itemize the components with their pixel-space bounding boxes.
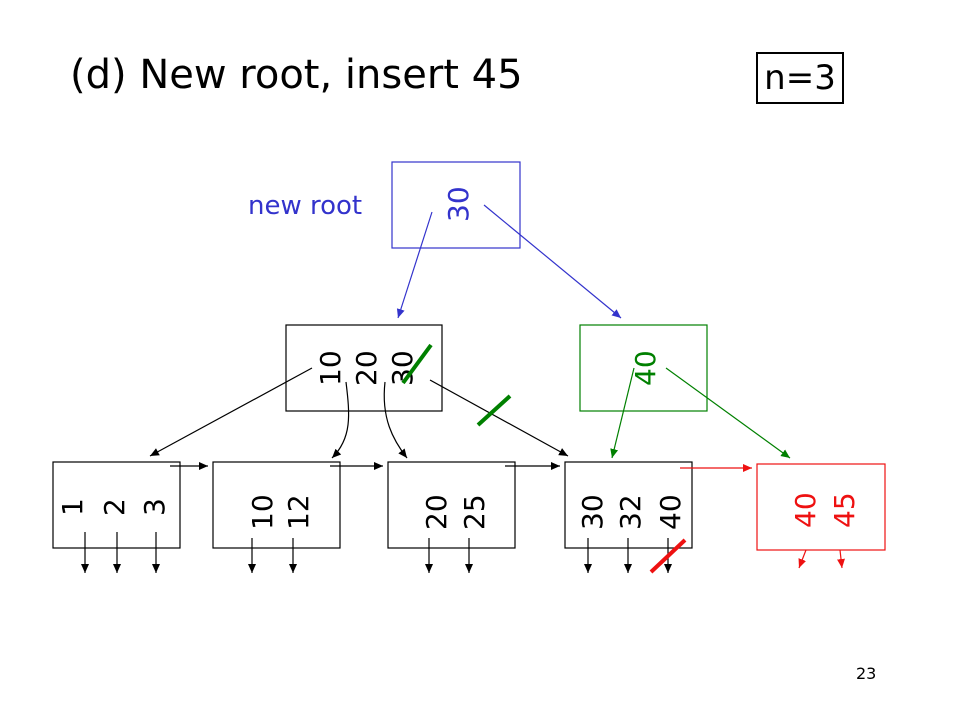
leaf-node-4: 30 32 40 bbox=[564, 461, 693, 549]
internal-left-pointer-3 bbox=[383, 381, 408, 459]
internal-node-left: 10 20 30 bbox=[285, 324, 443, 412]
internal-left-pointer-2 bbox=[331, 381, 350, 459]
new-leaf-record-pointers bbox=[798, 549, 845, 569]
leaf-5-key-2: 45 bbox=[828, 492, 861, 528]
leaf-1-key-2: 2 bbox=[98, 498, 131, 516]
record-pointers bbox=[81, 532, 672, 573]
root-key-1: 30 bbox=[442, 186, 475, 222]
internal-left-pointer-4 bbox=[429, 379, 569, 457]
internal-right-pointer-1 bbox=[610, 367, 635, 459]
order-label: n=3 bbox=[764, 58, 836, 98]
internal-left-key-2: 20 bbox=[350, 350, 383, 386]
slide-title: (d) New root, insert 45 bbox=[70, 52, 523, 98]
leaf-4-key-2: 32 bbox=[614, 494, 647, 530]
root-to-left-pointer bbox=[396, 211, 433, 319]
root-node: 30 bbox=[391, 161, 521, 249]
leaf-3-key-1: 20 bbox=[420, 494, 453, 530]
leaf-node-5: 40 45 bbox=[756, 463, 886, 551]
internal-right-pointer-2 bbox=[665, 367, 791, 459]
leaf-4-key-1: 30 bbox=[576, 494, 609, 530]
leaf-4-key-3: 40 bbox=[654, 494, 687, 530]
order-box: n=3 bbox=[756, 52, 844, 104]
leaf-1-key-1: 1 bbox=[56, 498, 89, 516]
internal-left-key-1: 10 bbox=[314, 350, 347, 386]
leaf-3-key-2: 25 bbox=[458, 494, 491, 530]
page-number: 23 bbox=[856, 664, 877, 683]
root-to-right-pointer bbox=[483, 204, 622, 319]
strike-mark-internal-30 bbox=[401, 343, 433, 385]
internal-node-right: 40 bbox=[579, 324, 708, 412]
leaf-node-3: 20 25 bbox=[387, 461, 516, 549]
leaf-2-key-2: 12 bbox=[282, 494, 315, 530]
internal-left-pointer-1 bbox=[149, 367, 313, 457]
leaf-1-key-3: 3 bbox=[138, 498, 171, 516]
strike-mark-pointer bbox=[476, 394, 512, 427]
leaf-2-key-1: 10 bbox=[246, 494, 279, 530]
leaf-5-key-1: 40 bbox=[789, 492, 822, 528]
strike-mark-leaf-40 bbox=[649, 538, 687, 574]
new-root-label: new root bbox=[248, 191, 362, 221]
leaf-node-2: 10 12 bbox=[212, 461, 341, 549]
